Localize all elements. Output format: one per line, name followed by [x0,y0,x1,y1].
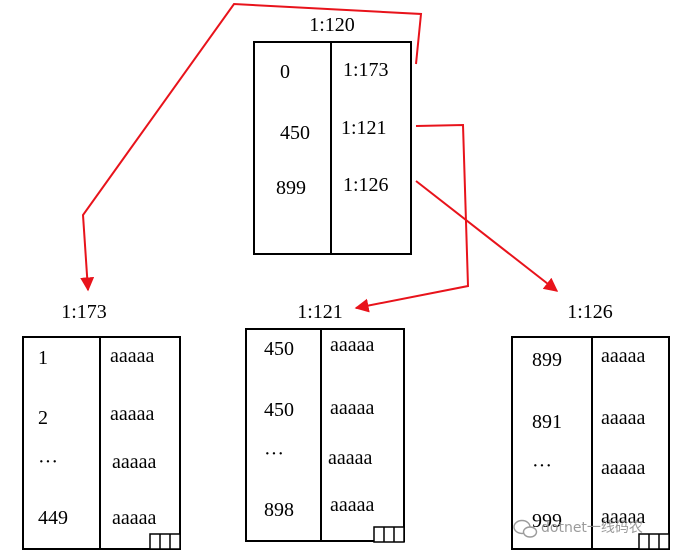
leaf-2-slot-array [373,526,405,543]
arrow-to-leaf-2 [354,123,470,313]
leaf-2-value-0: aaaaa [330,334,375,356]
wechat-icon [513,519,538,538]
leaf-1-value-0: aaaaa [110,345,155,367]
leaf-3-value-1: aaaaa [601,407,646,429]
leaf-2-key-1: 450 [264,399,294,421]
root-key-0: 0 [280,61,290,83]
leaf-3-label: 1:126 [567,301,613,323]
root-pointer-2: 1:126 [343,174,389,196]
leaf-1-box [22,336,181,550]
leaf-1-key-0: 1 [38,347,48,369]
leaf-2-key-0: 450 [264,338,294,360]
leaf-page-2: 1:121 450 450 ··· 898 aaaaa aaaaa aaaaa … [245,301,405,543]
leaf-3-key-1: 891 [532,411,562,433]
leaf-2-value-2: aaaaa [328,447,373,469]
root-key-1: 450 [280,122,310,144]
leaf-1-key-1: 2 [38,407,48,429]
arrow-to-leaf-3 [415,180,559,292]
watermark: dotnet一线码农 [513,519,643,538]
leaf-3-key-0: 899 [532,349,562,371]
root-page-box [253,41,412,255]
pointer-arrows [80,2,559,313]
leaf-3-key-2: ··· [532,455,552,477]
leaf-1-value-2: aaaaa [112,451,157,473]
leaf-3-slot-array [638,533,670,550]
leaf-2-box [245,328,405,542]
leaf-3-value-0: aaaaa [601,345,646,367]
root-page-label: 1:120 [309,14,355,36]
leaf-3-value-3: aaaaa [601,506,646,528]
watermark-text: dotnet一线码农 [541,520,643,536]
leaf-2-value-1: aaaaa [330,397,375,419]
leaf-2-value-3: aaaaa [330,494,375,516]
leaf-3-key-3: 999 [532,510,562,532]
leaf-1-label: 1:173 [61,301,107,323]
leaf-1-key-2: ··· [38,451,58,473]
leaf-2-key-3: 898 [264,499,294,521]
leaf-2-key-2: ··· [264,443,284,465]
leaf-1-slot-array [149,533,181,550]
leaf-3-value-2: aaaaa [601,457,646,479]
leaf-2-label: 1:121 [297,301,343,323]
arrow-to-leaf-1 [80,2,423,292]
leaf-1-key-3: 449 [38,507,68,529]
root-pointer-0: 1:173 [343,59,389,81]
leaf-3-box [511,336,670,550]
root-pointer-1: 1:121 [341,117,387,139]
root-key-2: 899 [276,177,306,199]
root-page: 1:120 0 450 899 1:173 1:121 1:126 [253,14,412,255]
leaf-page-3: 1:126 899 891 ··· 999 aaaaa aaaaa aaaaa … [511,301,670,550]
leaf-1-value-3: aaaaa [112,507,157,529]
leaf-1-value-1: aaaaa [110,403,155,425]
leaf-page-1: 1:173 1 2 ··· 449 aaaaa aaaaa aaaaa aaaa… [22,301,181,550]
